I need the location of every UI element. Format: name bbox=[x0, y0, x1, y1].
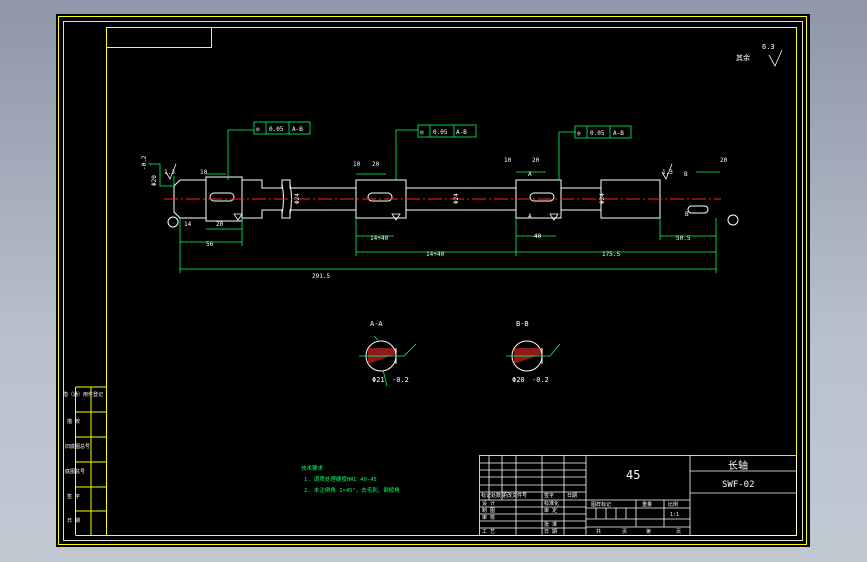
tb-sheet-2: 页 bbox=[622, 529, 627, 535]
side-table bbox=[75, 386, 107, 536]
dia-mid-1: Φ24 bbox=[294, 193, 301, 204]
tech-note-1: 1. 调质处理硬度HRC 40-45 bbox=[304, 475, 377, 483]
datum-b-circle bbox=[727, 214, 739, 226]
chamfer-right: 1.3 bbox=[662, 169, 673, 176]
section-label-b-right: B bbox=[684, 171, 688, 178]
gtol-3-datum: A-B bbox=[613, 130, 624, 137]
dia-left-end: Φ20 bbox=[151, 175, 158, 186]
section-label-a-left: A bbox=[528, 213, 532, 220]
tb-staff2-4: 日 期 bbox=[544, 529, 557, 535]
section-a-tol: -0.2 bbox=[392, 376, 409, 384]
dim-20-a: 20 bbox=[216, 221, 224, 228]
tb-row-label-3: 签字 bbox=[544, 492, 554, 499]
dim-20-d: 20 bbox=[720, 157, 728, 164]
tb-staff-3: 审 核 bbox=[482, 514, 495, 521]
gtol-2-symbol: ◎ bbox=[420, 129, 424, 136]
drawing-canvas: 其余 6.3 291.5 56 14 10 20 10 20 10 20 20 … bbox=[58, 16, 807, 545]
tb-sheet-1: 共 bbox=[596, 528, 601, 535]
dim-10-c: 10 bbox=[504, 157, 512, 164]
gtol-1-value: 0.05 bbox=[269, 126, 284, 133]
sheet-outer-frame bbox=[58, 16, 807, 545]
dim-10-a: 10 bbox=[200, 169, 208, 176]
tb-staff-2: 制 图 bbox=[482, 507, 495, 514]
section-b-dim: Φ20 bbox=[512, 376, 525, 384]
datum-a-circle bbox=[167, 216, 179, 228]
side-row-3: 旧底图总号 bbox=[65, 443, 90, 450]
tb-mid-label-2: 重量 bbox=[642, 501, 652, 508]
tb-row-label-4: 日期 bbox=[567, 493, 577, 499]
dim-left-seg: 56 bbox=[206, 241, 214, 248]
tb-staff2-3: 批 准 bbox=[544, 521, 557, 528]
tol-upper: -0.2 bbox=[141, 155, 148, 170]
dia-mid-3: Φ24 bbox=[599, 193, 606, 204]
dim-20-b: 20 bbox=[372, 161, 380, 168]
tb-staff-4: 工 艺 bbox=[482, 529, 495, 535]
tb-scale-value: 1:1 bbox=[670, 512, 679, 518]
gtol-2-datum: A-B bbox=[456, 129, 467, 136]
side-row-4: 底图总号 bbox=[65, 468, 85, 475]
tb-sheet-4: 页 bbox=[676, 529, 681, 535]
tb-mid-label-3: 比例 bbox=[668, 501, 678, 508]
section-a-dim: Φ21 bbox=[372, 376, 385, 384]
dim-20-c: 20 bbox=[532, 157, 540, 164]
tb-staff2-1: 标准化 bbox=[544, 500, 559, 507]
gtol-1-symbol: ◎ bbox=[256, 126, 260, 133]
drawing-frame bbox=[106, 27, 797, 536]
dimension-lines bbox=[148, 129, 720, 273]
drawing-number: SWF-02 bbox=[722, 480, 755, 490]
dim-10-b: 10 bbox=[353, 161, 361, 168]
dim-overall-length: 291.5 bbox=[312, 273, 330, 280]
section-label-a-right: A bbox=[528, 171, 532, 178]
roughness-symbols bbox=[165, 49, 783, 221]
sheet-inner-frame bbox=[63, 21, 803, 541]
material-value: 45 bbox=[626, 468, 640, 482]
title-block bbox=[479, 455, 797, 536]
section-a-a bbox=[359, 335, 417, 387]
tb-row-label-2: 更改文件号 bbox=[502, 492, 527, 499]
tech-note-2: 2. 未注倒角 1×45°，去毛刺，倒棱角 bbox=[304, 486, 400, 494]
side-row-2: 描 校 bbox=[67, 418, 80, 425]
section-b-title: B-B bbox=[516, 320, 529, 328]
roughness-other-label: 其余 bbox=[736, 53, 750, 62]
section-a-title: A-A bbox=[370, 320, 383, 328]
tb-mid-label-1: 图样标记 bbox=[591, 501, 611, 508]
tolerance-frames bbox=[253, 121, 632, 139]
side-row-6: 日 期 bbox=[67, 518, 80, 524]
cad-viewport[interactable]: 其余 6.3 291.5 56 14 10 20 10 20 10 20 20 … bbox=[56, 14, 810, 547]
section-b-tol: -0.2 bbox=[532, 376, 549, 384]
part-name: 长轴 bbox=[728, 459, 748, 472]
dim-14-40-b: 14+40 bbox=[426, 251, 444, 258]
side-row-1: 借（通）用件登记 bbox=[63, 391, 103, 398]
dim-40: 40 bbox=[534, 233, 542, 240]
chamfer-left: 1.3 bbox=[164, 169, 175, 176]
dim-175-5: 175.5 bbox=[602, 251, 620, 258]
tb-staff-1: 设 计 bbox=[482, 500, 495, 507]
gtol-3-symbol: ◎ bbox=[577, 130, 581, 137]
dim-14-left: 14 bbox=[184, 221, 192, 228]
gtol-2-value: 0.05 bbox=[433, 129, 448, 136]
tech-notes-title: 技术要求 bbox=[301, 464, 324, 472]
gtol-3-value: 0.05 bbox=[590, 130, 605, 137]
tb-staff2-2: 审 定 bbox=[544, 507, 557, 514]
tb-sheet-3: 第 bbox=[646, 528, 651, 535]
section-b-b bbox=[506, 340, 561, 372]
roughness-other-value: 6.3 bbox=[762, 43, 775, 51]
side-row-5: 签 字 bbox=[67, 493, 80, 500]
gtol-1-datum: A-B bbox=[292, 126, 303, 133]
dim-50-5: 50.5 bbox=[676, 235, 691, 242]
tb-row-label-1: 标记处数 bbox=[481, 492, 501, 499]
section-label-b-left: B bbox=[685, 211, 689, 218]
dim-14-40-a: 14+40 bbox=[370, 235, 388, 242]
dia-mid-2: Φ24 bbox=[453, 193, 460, 204]
corner-box bbox=[106, 27, 212, 48]
